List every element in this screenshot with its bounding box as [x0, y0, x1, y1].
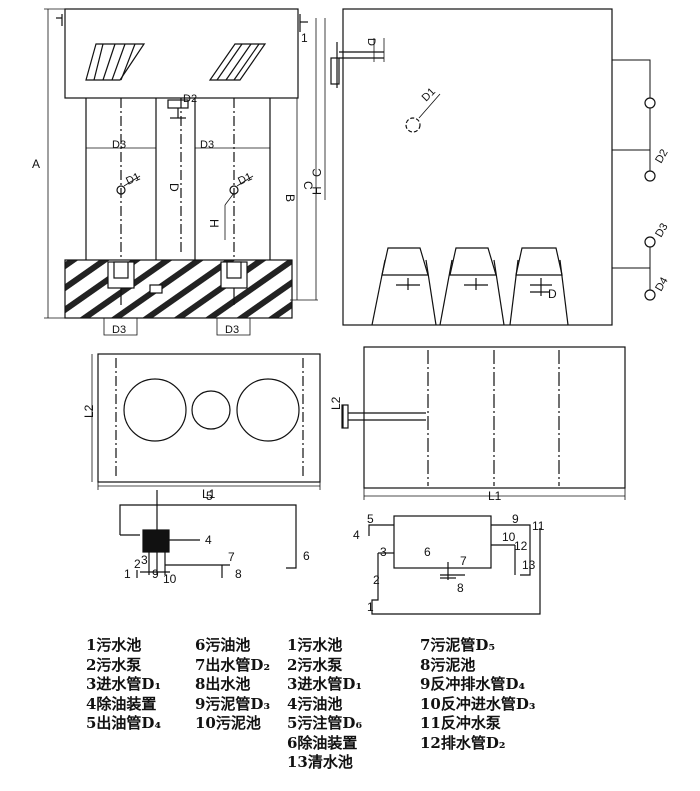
- hopper-2: [439, 247, 505, 326]
- side-label-D-bottom: D: [548, 287, 557, 301]
- sr-n2: 2: [373, 573, 380, 587]
- side-label-D3: D3: [653, 221, 670, 239]
- label-D2: D2: [183, 93, 197, 105]
- sr-n5: 5: [367, 512, 374, 526]
- legend-item: 1污水池: [86, 636, 142, 654]
- legend-item: 12排水管D₂: [420, 733, 506, 752]
- side-label-D1: D1: [420, 86, 438, 104]
- sr-n7: 7: [460, 554, 467, 568]
- sl-n8: 8: [235, 567, 242, 581]
- side-label-D2: D2: [653, 147, 670, 165]
- oil-removal-unit: [142, 529, 170, 553]
- side-tank: [342, 8, 613, 326]
- sl-n6: 6: [303, 549, 310, 563]
- legend-item: 2污水泵: [86, 655, 142, 674]
- plan-view-left: [91, 353, 321, 490]
- legend-item: 8出水池: [195, 675, 251, 693]
- side-dim-H: H: [310, 186, 324, 195]
- hopper-1: [371, 247, 437, 326]
- legend-item: 4除油装置: [86, 694, 157, 713]
- legend-item: 5出油管D₄: [86, 714, 162, 732]
- label-D1-left: D1: [124, 171, 142, 188]
- label-D3-2: D3: [200, 139, 214, 151]
- legend-item: 10污泥池: [195, 714, 261, 732]
- hatched-foundation: [64, 259, 293, 319]
- legend-item: 10反冲进水管D₃: [420, 694, 536, 713]
- process-schematic-right: [368, 515, 541, 615]
- sr-n9: 9: [512, 512, 519, 526]
- plan-right-L2: L2: [329, 396, 343, 410]
- hopper-3: [509, 247, 569, 326]
- plan-right-tank: [363, 346, 626, 489]
- legend-item: 1污水池: [287, 636, 343, 654]
- legend-item: 3进水管D₁: [287, 675, 363, 693]
- side-view-labels: C H D D1 D2 D3 D4 D: [310, 38, 671, 301]
- plan-left-L2: L2: [82, 404, 96, 418]
- sl-n3: 3: [141, 553, 148, 567]
- legend-item: 9污泥管D₃: [195, 694, 271, 713]
- dim-C: C: [301, 181, 315, 190]
- schematic-left-labels: 1 2 3 4 5 6 7 8 9 10: [124, 489, 310, 586]
- legend-item: 2污水泵: [287, 655, 343, 674]
- dim-A: A: [32, 157, 40, 171]
- legend-item: 8污泥池: [420, 655, 476, 674]
- top-tank: [64, 8, 299, 99]
- front-elevation-view: [44, 8, 318, 336]
- sl-n1: 1: [124, 567, 131, 581]
- sr-n6: 6: [424, 545, 431, 559]
- label-D1-right: D1: [236, 171, 254, 188]
- legend-item: 11反冲水泵: [420, 714, 501, 732]
- plan-right-L1: L1: [488, 489, 502, 503]
- legend-item: 7出水管D₂: [195, 655, 271, 674]
- legend-item: 13清水池: [287, 753, 353, 771]
- plan-left-L1: L1: [202, 487, 216, 501]
- sl-n10: 10: [163, 572, 177, 586]
- label-1: 1: [301, 31, 308, 45]
- plan-view-right: [341, 346, 626, 500]
- label-D3-4: D3: [225, 324, 239, 336]
- legend-item: 6污油池: [195, 636, 251, 654]
- sl-n5: 5: [206, 489, 213, 503]
- plan-labels: L1 L2 L1 L2: [82, 396, 502, 503]
- sl-n9: 9: [152, 567, 159, 581]
- louvre-left: [85, 43, 146, 81]
- legend-column-3: 1污水池 2污水泵 3进水管D₁ 4污油池 5污注管D₆ 6除油装置 13清水池: [287, 636, 362, 773]
- dim-B: B: [283, 194, 297, 202]
- legend-column-2: 6污油池 7出水管D₂ 8出水池 9污泥管D₃ 10污泥池: [195, 636, 270, 734]
- sr-n13: 13: [522, 558, 536, 572]
- label-D3-3: D3: [112, 324, 126, 336]
- sl-n7: 7: [228, 550, 235, 564]
- legend-item: 6除油装置: [287, 733, 358, 752]
- legend-column-4: 7污泥管D₅ 8污泥池 9反冲排水管D₄ 10反冲进水管D₃ 11反冲水泵 12…: [420, 636, 535, 753]
- label-D3-1: D3: [112, 139, 126, 151]
- plan-left-tank: [97, 353, 321, 483]
- sl-n2: 2: [134, 557, 141, 571]
- side-label-D4: D4: [653, 275, 670, 293]
- legend-item: 5污注管D₆: [287, 714, 363, 732]
- legend-item: 4污油池: [287, 694, 343, 713]
- sr-n8: 8: [457, 581, 464, 595]
- sr-n10: 10: [502, 530, 516, 544]
- process-schematic-left: [119, 490, 297, 578]
- side-dim-C: C: [310, 168, 324, 177]
- legend-column-1: 1污水池 2污水泵 3进水管D₁ 4除油装置 5出油管D₄: [86, 636, 161, 734]
- sr-n11: 11: [532, 519, 545, 533]
- schematic-right-labels: 1 2 3 4 5 6 7 8 9 10 11 12 13: [353, 512, 545, 614]
- dim-H: H: [207, 219, 221, 228]
- sr-n1: 1: [367, 600, 374, 614]
- legend-item: 9反冲排水管D₄: [420, 675, 526, 693]
- louvre-right: [208, 43, 267, 81]
- dim-D: D: [167, 183, 181, 192]
- legend-item: 7污泥管D₅: [420, 636, 496, 654]
- side-elevation-view: [324, 8, 656, 326]
- oil-removal-device: [393, 515, 492, 569]
- sl-n4: 4: [205, 533, 212, 547]
- front-view-labels: A B C D H D1 D1 D2 D3 D3 D3 D3 1: [32, 31, 315, 336]
- side-label-D: D: [365, 38, 377, 46]
- sr-n4: 4: [353, 528, 360, 542]
- sr-n12: 12: [514, 539, 528, 553]
- legend-item: 3进水管D₁: [86, 675, 162, 693]
- sr-n3: 3: [380, 545, 387, 559]
